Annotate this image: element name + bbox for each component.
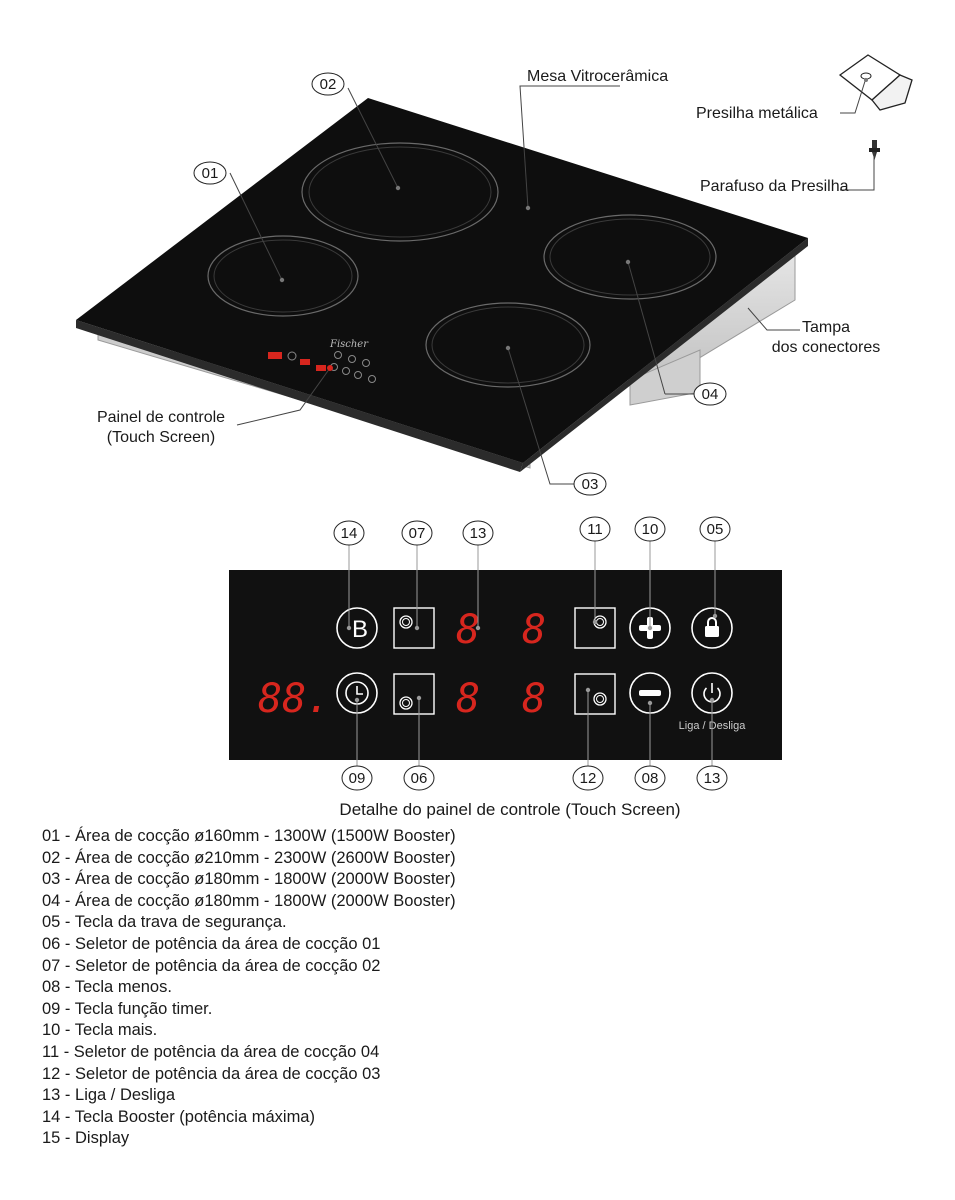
callout-02: 02 <box>311 72 345 96</box>
callout-12: 12 <box>572 765 604 791</box>
svg-text:13: 13 <box>704 770 721 787</box>
zone-04 <box>543 214 717 300</box>
display-zone-a-top: 8 <box>456 607 480 653</box>
zone-02 <box>301 142 499 242</box>
legend-item: 12 - Seletor de potência da área de cocç… <box>42 1064 381 1083</box>
legend-item: 07 - Seletor de potência da área de cocç… <box>42 956 381 975</box>
svg-text:03: 03 <box>582 476 599 493</box>
legend-item: 02 - Área de cocção ø210mm - 2300W (2600… <box>42 848 456 867</box>
callout-09: 09 <box>341 765 373 791</box>
display-zone-b-top: 8 <box>522 607 546 653</box>
legend-item: 14 - Tecla Booster (potência máxima) <box>42 1107 315 1126</box>
svg-text:04: 04 <box>702 386 719 403</box>
minus-icon <box>639 690 661 696</box>
legend-item: 06 - Seletor de potência da área de cocç… <box>42 934 381 953</box>
callout-05: 05 <box>699 516 731 542</box>
svg-text:14: 14 <box>341 525 358 542</box>
zone-01-selector[interactable] <box>393 673 435 715</box>
callout-10: 10 <box>634 516 666 542</box>
zone-02-inner <box>308 146 492 238</box>
svg-text:08: 08 <box>642 770 659 787</box>
panel-leader-dots <box>346 613 718 706</box>
display-zone-b-bottom: 8 <box>522 676 546 722</box>
legend-item: 04 - Área de cocção ø180mm - 1800W (2000… <box>42 891 456 910</box>
panel-caption: Detalhe do painel de controle (Touch Scr… <box>339 800 681 819</box>
cooktop-leaders <box>229 77 875 485</box>
zone-03-selector[interactable] <box>574 673 616 715</box>
lock-icon <box>705 617 719 637</box>
zone-01 <box>207 235 359 317</box>
label-mesa-vitroceramica: Mesa Vitrocerâmica <box>527 68 668 85</box>
safety-lock-button[interactable] <box>691 607 733 649</box>
legend-item: 05 - Tecla da trava de segurança. <box>42 913 287 932</box>
svg-text:B: B <box>352 616 368 643</box>
callout-04: 04 <box>693 382 727 406</box>
glass-edge-right <box>520 238 808 472</box>
booster-button[interactable]: B <box>336 607 378 649</box>
legend-list: 01 - Área de cocção ø160mm - 1300W (1500… <box>42 826 456 1150</box>
svg-text:11: 11 <box>587 521 603 538</box>
label-touch-screen: (Touch Screen) <box>107 429 216 446</box>
display-zone-a-bottom: 8 <box>456 676 480 722</box>
display-timer: 88. <box>258 676 330 722</box>
callout-03: 03 <box>573 472 607 496</box>
svg-text:01: 01 <box>202 165 219 182</box>
glass-edge <box>76 320 523 472</box>
label-tampa: Tampa <box>802 319 850 336</box>
label-presilha-metalica: Presilha metálica <box>696 105 818 122</box>
svg-text:09: 09 <box>349 770 366 787</box>
legend-item: 09 - Tecla função timer. <box>42 999 213 1018</box>
zone-03-inner <box>431 306 585 384</box>
svg-text:05: 05 <box>707 521 724 538</box>
mini-control-panel <box>268 351 376 383</box>
cooktop-leader-dots <box>279 78 868 371</box>
legend-item: 10 - Tecla mais. <box>42 1021 158 1040</box>
svg-text:07: 07 <box>409 525 426 542</box>
zone-03 <box>425 302 591 388</box>
label-dos-conectores: dos conectores <box>772 339 881 356</box>
zone-02-selector[interactable] <box>393 607 435 649</box>
label-painel-controle: Painel de controle <box>97 409 225 426</box>
svg-text:06: 06 <box>411 770 428 787</box>
control-panel <box>229 570 782 760</box>
callout-08: 08 <box>634 765 666 791</box>
callout-11: 11 <box>579 516 611 542</box>
callout-13-top: 13 <box>462 520 494 546</box>
callout-07: 07 <box>401 520 433 546</box>
glass-top <box>76 98 808 463</box>
legend-item: 01 - Área de cocção ø160mm - 1300W (1500… <box>42 827 456 845</box>
svg-text:13: 13 <box>470 525 487 542</box>
legend-item: 03 - Área de cocção ø180mm - 1800W (2000… <box>42 870 456 889</box>
svg-text:12: 12 <box>580 770 597 787</box>
legend-item: 15 - Display <box>42 1129 130 1148</box>
legend-item: 08 - Tecla menos. <box>42 978 172 997</box>
callout-14: 14 <box>333 520 365 546</box>
metal-clip <box>838 54 913 111</box>
callout-06: 06 <box>403 765 435 791</box>
callout-13-bottom: 13 <box>696 765 728 791</box>
legend-item: 11 - Seletor de potência da área de cocç… <box>42 1042 380 1061</box>
brand-logo: Fischer <box>329 339 369 350</box>
panel-leaders <box>348 541 716 767</box>
svg-text:02: 02 <box>320 76 337 93</box>
legend-item: 13 - Liga / Desliga <box>42 1086 175 1105</box>
cooktop-illustration: Fischer <box>76 54 913 472</box>
svg-text:10: 10 <box>642 521 659 538</box>
label-parafuso-presilha: Parafuso da Presilha <box>700 178 849 195</box>
zone-04-inner <box>549 218 711 296</box>
callout-01: 01 <box>193 161 227 185</box>
zone-01-inner <box>213 239 353 313</box>
